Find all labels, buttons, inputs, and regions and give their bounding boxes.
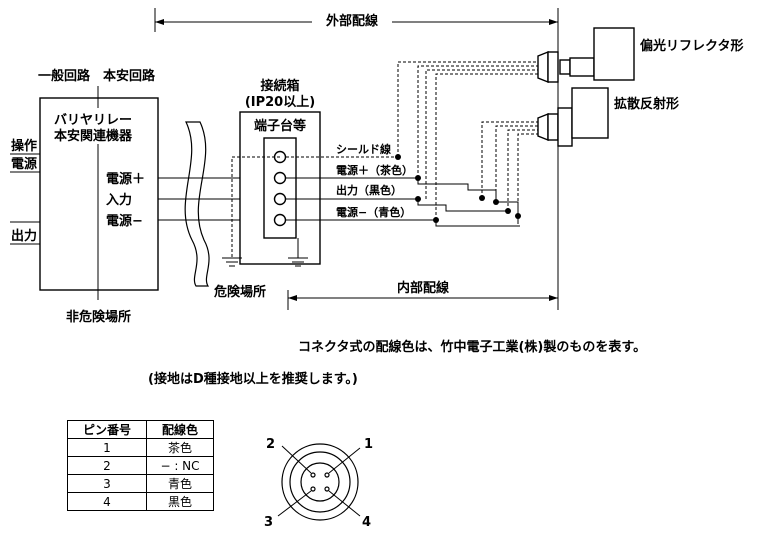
- svg-text:操作: 操作: [11, 138, 37, 154]
- connector-color-note: コネクタ式の配線色は、竹中電子工業(株)製のものを表す。: [298, 339, 646, 355]
- area-boundary-wall: [184, 121, 210, 287]
- pin-label-1: 1: [364, 437, 373, 452]
- general-circuit-label: 一般回路: [38, 68, 91, 84]
- cable-to-diffuse-sensor: [481, 121, 540, 216]
- wire-color: 青色: [146, 474, 214, 493]
- terminal-power-minus: 電源−: [106, 213, 143, 229]
- pin-number: 2: [67, 456, 147, 475]
- wire-color: 茶色: [146, 438, 214, 457]
- internal-wiring-dimension: 内部配線: [287, 278, 558, 310]
- table-row: 3 青色: [67, 474, 214, 493]
- ground-symbol-left: [222, 156, 280, 267]
- table-row: 1 茶色: [67, 438, 214, 457]
- table-row: 4 黒色: [67, 492, 214, 511]
- polarized-reflector-sensor: 偏光リフレクタ形: [537, 27, 743, 84]
- pin-number: 3: [67, 474, 147, 493]
- svg-text:接続箱: 接続箱: [260, 78, 299, 94]
- external-wiring-dimension: 外部配線: [154, 8, 559, 32]
- barrier-title-2: 本安関連機器: [54, 128, 133, 144]
- ground-symbol-right: [288, 238, 308, 267]
- wire-power-plus-label: 電源＋（茶色）: [336, 163, 413, 177]
- svg-text:(IP20以上): (IP20以上): [245, 95, 315, 110]
- safe-circuit-label: 本安回路: [103, 68, 156, 84]
- pin-label-3: 3: [264, 515, 273, 530]
- cable-to-polarized-sensor: [397, 61, 540, 220]
- svg-text:端子台等: 端子台等: [254, 118, 306, 134]
- polarized-reflector-label: 偏光リフレクタ形: [640, 38, 743, 54]
- svg-text:内部配線: 内部配線: [397, 280, 450, 296]
- wire-shield-label: シールド線: [336, 142, 391, 156]
- pin-table-header-pin: ピン番号: [67, 420, 147, 439]
- pin-label-4: 4: [362, 515, 371, 530]
- wire-junction-dots: [395, 154, 521, 223]
- diffuse-reflection-sensor: 拡散反射形: [537, 87, 679, 147]
- operation-power-terminal: 操作 電源: [10, 138, 40, 173]
- pin-table: ピン番号 配線色 1 茶色 2 − : NC 3 青色 4 黒色: [67, 420, 214, 511]
- pin-label-2: 2: [266, 437, 275, 452]
- table-row: 2 − : NC: [67, 456, 214, 475]
- wire-color: − : NC: [146, 456, 214, 475]
- pin-table-header-color: 配線色: [146, 420, 214, 439]
- junction-box: 接続箱 (IP20以上) 端子台等: [239, 78, 321, 265]
- barrier-relay-box: バリヤリレー 本安関連機器 電源＋ 入力 電源−: [39, 86, 159, 300]
- ground-recommendation-note: (接地はD種接地以上を推奨します。): [148, 371, 358, 387]
- svg-text:出力: 出力: [11, 228, 37, 244]
- diffuse-reflection-label: 拡散反射形: [614, 96, 679, 112]
- terminal-input: 入力: [106, 192, 132, 208]
- svg-text:電源: 電源: [11, 156, 37, 172]
- wire-output-label: 出力（黒色）: [336, 183, 402, 197]
- output-terminal: 出力: [10, 221, 40, 245]
- hazardous-area-label: 危険場所: [214, 284, 266, 300]
- non-hazardous-area-label: 非危険場所: [66, 309, 131, 325]
- terminal-power-plus: 電源＋: [106, 171, 145, 187]
- pin-number: 1: [67, 438, 147, 457]
- connector-pinout: 1 2 3 4: [264, 437, 373, 530]
- external-wiring-label: 外部配線: [325, 13, 379, 29]
- wire-color: 黒色: [146, 492, 214, 511]
- pin-number: 4: [67, 492, 147, 511]
- barrier-title-1: バリヤリレー: [54, 113, 132, 128]
- wire-power-minus-label: 電源−（青色）: [336, 205, 411, 219]
- wire-labels: シールド線 電源＋（茶色） 出力（黒色） 電源−（青色）: [336, 142, 413, 219]
